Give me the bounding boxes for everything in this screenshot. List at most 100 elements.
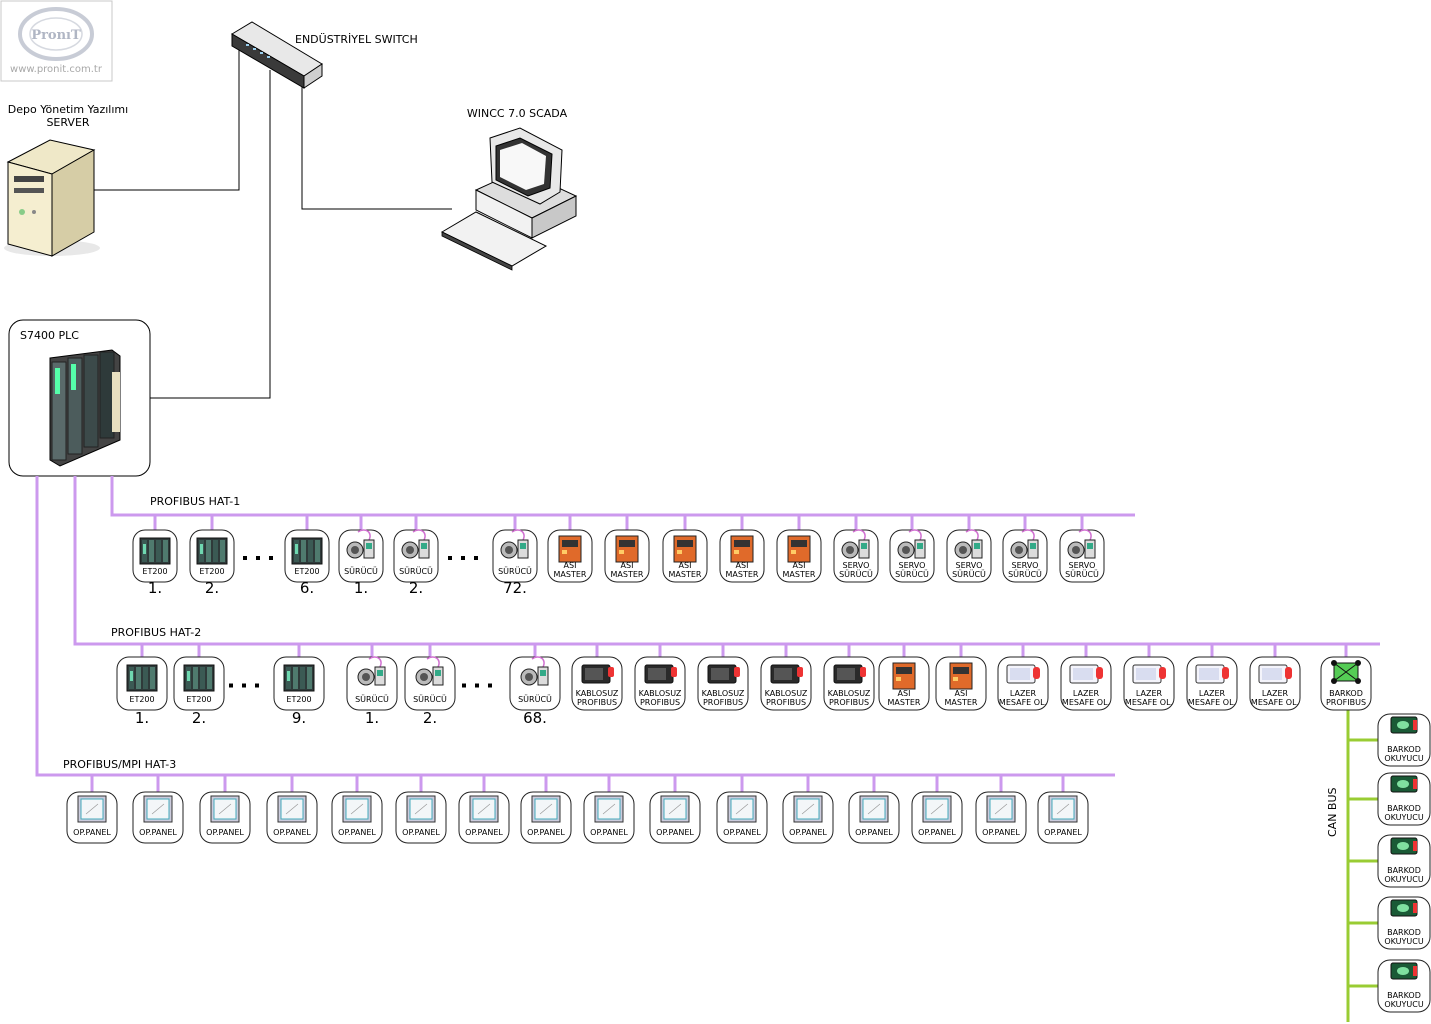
- bus3-device-10[interactable]: OP.PANEL: [716, 775, 768, 844]
- device-label-line1: KABLOSUZ: [576, 689, 619, 698]
- device-label-line2: MESAFE OL.: [1251, 698, 1299, 707]
- device-label-line2: MASTER: [945, 698, 978, 707]
- device-label-line1: OP.PANEL: [527, 828, 565, 837]
- device-label-line2: MESAFE OL.: [1125, 698, 1173, 707]
- device-label-line2: SÜRÜCÜ: [1008, 569, 1042, 579]
- bus3-device-7[interactable]: OP.PANEL: [520, 775, 572, 844]
- bus3-device-1[interactable]: OP.PANEL: [132, 775, 184, 844]
- profibus-hat1-line: [110, 476, 1135, 517]
- bus3-device-14[interactable]: OP.PANEL: [975, 775, 1027, 844]
- device-index-number: 1.: [365, 709, 379, 727]
- bus1-device-4[interactable]: SÜRÜCÜ 1.: [338, 515, 384, 597]
- bus3-device-12[interactable]: OP.PANEL: [848, 775, 900, 844]
- bus2-device-6: [462, 683, 492, 688]
- device-label-line1: OP.PANEL: [338, 828, 376, 837]
- device-index-number: 9.: [292, 709, 306, 727]
- device-label-line1: SÜRÜCÜ: [344, 566, 378, 576]
- bus3-device-15[interactable]: OP.PANEL: [1037, 775, 1089, 844]
- bus3-device-11[interactable]: OP.PANEL: [782, 775, 834, 844]
- bus3-device-6[interactable]: OP.PANEL: [458, 775, 510, 844]
- device-label-line1: ET200: [199, 567, 224, 576]
- watermark-logo: PronıT: [31, 28, 81, 43]
- bus3-device-4[interactable]: OP.PANEL: [331, 775, 383, 844]
- device-label-line2: PROFIBUS: [703, 698, 743, 707]
- device-index-number: 2.: [192, 709, 206, 727]
- bus3-device-5[interactable]: OP.PANEL: [395, 775, 447, 844]
- ellipsis-dot: [242, 683, 246, 688]
- device-label-line1: ET200: [286, 695, 311, 704]
- device-label-line2: SÜRÜCÜ: [952, 569, 986, 579]
- device-label-line1: OP.PANEL: [402, 828, 440, 837]
- scada-label: WINCC 7.0 SCADA: [467, 107, 568, 120]
- bus3-device-13[interactable]: OP.PANEL: [911, 775, 963, 844]
- device-label-line2: OKUYUCU: [1384, 754, 1424, 763]
- device-index-number: 1.: [354, 579, 368, 597]
- device-label-line2: PROFIBUS: [577, 698, 617, 707]
- device-label-line1: ASI: [564, 561, 577, 570]
- bus2-label: PROFIBUS HAT-2: [111, 626, 201, 639]
- bus3-device-9[interactable]: OP.PANEL: [649, 775, 701, 844]
- device-label-line2: MASTER: [783, 570, 816, 579]
- scada-computer-icon[interactable]: [440, 127, 578, 271]
- server-link: [94, 50, 240, 191]
- device-label-line1: ASI: [898, 689, 911, 698]
- device-label-line1: OP.PANEL: [465, 828, 503, 837]
- bus2-device-3[interactable]: ET200 9.: [273, 644, 325, 727]
- ellipsis-dot: [475, 683, 479, 688]
- device-label-line1: BARKOD: [1387, 866, 1421, 875]
- bus-trunks: [35, 476, 1380, 1022]
- device-index-number: 2.: [205, 579, 219, 597]
- server-icon[interactable]: [4, 139, 100, 257]
- device-label-line2: PROFIBUS: [1326, 698, 1366, 707]
- bus3-device-2[interactable]: OP.PANEL: [199, 775, 251, 844]
- device-label-line1: SERVO: [1069, 561, 1096, 570]
- device-label-line1: LAZER: [1073, 689, 1100, 698]
- bus1-device-1[interactable]: ET200 2.: [189, 515, 235, 597]
- device-label-line1: ET200: [129, 695, 154, 704]
- bus3-device-3[interactable]: OP.PANEL: [266, 775, 318, 844]
- bus3-device-8[interactable]: OP.PANEL: [583, 775, 635, 844]
- watermark: PronıT www.pronit.com.tr: [0, 0, 113, 82]
- bus3-device-0[interactable]: OP.PANEL: [66, 775, 118, 844]
- industrial-switch[interactable]: [231, 21, 323, 89]
- ellipsis-dot: [462, 683, 466, 688]
